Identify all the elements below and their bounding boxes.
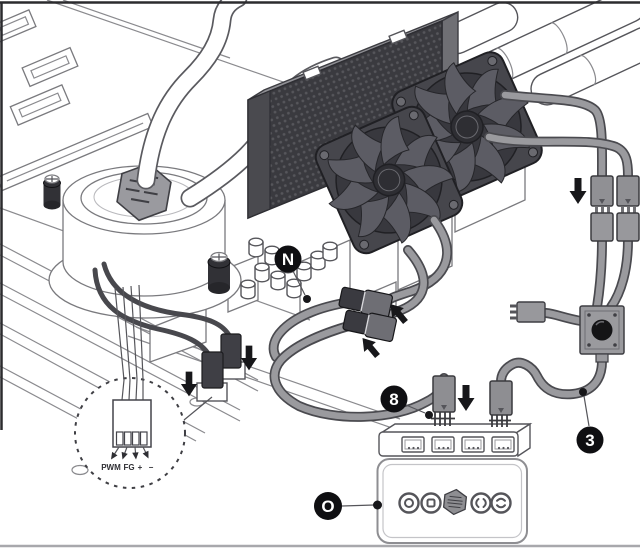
hub-port bbox=[491, 436, 515, 453]
thumbscrew bbox=[43, 174, 61, 210]
square-button-icon bbox=[426, 498, 436, 508]
square-button bbox=[420, 492, 442, 514]
pin-detail: PWM FG + − bbox=[74, 284, 213, 489]
expansion-slot bbox=[9, 84, 71, 126]
board-connectors bbox=[180, 333, 258, 402]
pin-label-fg: FG bbox=[123, 463, 134, 472]
mount-hole bbox=[71, 464, 89, 476]
male-connector bbox=[590, 175, 614, 207]
fan-screw bbox=[487, 55, 498, 66]
down-arrow-icon bbox=[569, 178, 587, 204]
pump-block bbox=[43, 158, 242, 319]
hub-port bbox=[461, 436, 485, 453]
expansion-slot bbox=[21, 46, 79, 88]
hub bbox=[378, 375, 533, 458]
inline-connectors bbox=[338, 286, 412, 361]
callout-n: N bbox=[274, 245, 311, 303]
pin-label-plus: + bbox=[138, 463, 143, 472]
down-arrow-icon bbox=[180, 371, 198, 397]
fan-screw bbox=[319, 150, 330, 161]
controller-remote bbox=[376, 458, 528, 544]
down-arrow-icon bbox=[457, 385, 475, 411]
radiator-tab bbox=[302, 65, 322, 81]
hub-port bbox=[431, 436, 455, 453]
hub-plug-connector bbox=[489, 380, 513, 416]
connector-pin bbox=[115, 431, 124, 446]
inline-to-hub-cable bbox=[275, 325, 444, 417]
pin-label-pwm: PWM bbox=[101, 463, 121, 472]
fan-screw bbox=[408, 110, 419, 121]
connector-pin bbox=[123, 431, 132, 446]
inline-connector-pair bbox=[342, 309, 397, 342]
detail-leader-line bbox=[183, 396, 213, 421]
radiator-tank bbox=[247, 90, 271, 219]
plug-connector bbox=[201, 351, 224, 389]
up-down-button bbox=[490, 492, 512, 514]
left-right-button-icon bbox=[475, 498, 487, 508]
female-connector bbox=[616, 207, 640, 242]
pin-label-minus: − bbox=[149, 463, 154, 472]
fan-screw bbox=[448, 199, 459, 210]
radiator-tab bbox=[388, 29, 408, 45]
fan-left bbox=[314, 105, 464, 255]
callout-8: 8 bbox=[380, 385, 433, 419]
fan-screw bbox=[395, 96, 406, 107]
fan-screw bbox=[528, 147, 539, 158]
plug-connector bbox=[220, 333, 242, 369]
connector-wires bbox=[114, 284, 144, 401]
thumbscrew bbox=[207, 251, 231, 294]
pin-arrows bbox=[108, 446, 152, 462]
callout-3-label: 3 bbox=[585, 431, 594, 450]
callout-8-label: 8 bbox=[389, 390, 398, 409]
callout-o-label: O bbox=[321, 497, 334, 516]
fan-connectors bbox=[569, 175, 640, 242]
callout-3: 3 bbox=[576, 388, 604, 454]
callout-o: O bbox=[314, 492, 382, 520]
callout-n-label: N bbox=[282, 250, 294, 269]
fan-hub-ring bbox=[455, 115, 479, 139]
hub-plug-connector bbox=[432, 375, 456, 413]
male-connector bbox=[616, 175, 640, 207]
callouts: N 8 3 O bbox=[274, 245, 604, 520]
fan-hub-ring bbox=[377, 168, 401, 192]
hub-port bbox=[401, 436, 425, 453]
motherboard-line-art bbox=[0, 0, 431, 476]
connector-cable bbox=[611, 240, 628, 307]
splitter-box bbox=[579, 305, 625, 363]
hub-header-pins bbox=[431, 412, 511, 427]
aux-connector bbox=[510, 301, 546, 323]
left-right-button bbox=[470, 492, 492, 514]
splitter-to-hub-cable bbox=[501, 361, 602, 394]
cooler-master-logo bbox=[442, 487, 468, 517]
fan-screw bbox=[359, 239, 370, 250]
circle-button-icon bbox=[404, 498, 414, 508]
female-connector bbox=[590, 207, 614, 242]
pump-cables bbox=[92, 261, 233, 358]
radiator bbox=[247, 10, 459, 220]
round-socket bbox=[591, 319, 613, 341]
up-down-button-icon bbox=[496, 497, 506, 509]
connector-pin bbox=[131, 431, 140, 446]
expansion-slot bbox=[0, 9, 37, 43]
connector-pin bbox=[139, 431, 148, 446]
circle-button bbox=[398, 492, 420, 514]
pcie-slot bbox=[0, 112, 155, 192]
splitter-branch-cable bbox=[546, 313, 581, 321]
